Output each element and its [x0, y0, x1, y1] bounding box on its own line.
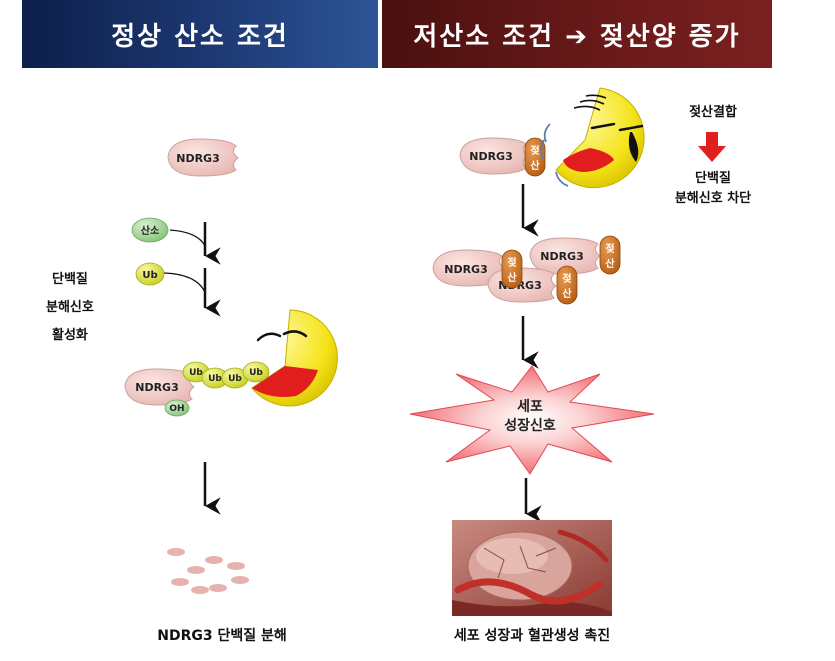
ub-chain-3-label: Ub	[228, 374, 242, 384]
growth-signal-line-2: 성장신호	[504, 417, 556, 434]
left-ndrg3-protein: NDRG3	[167, 138, 239, 177]
header-normal-oxygen-title: 정상 산소 조건	[111, 21, 289, 52]
ub-label: Ub	[142, 270, 157, 281]
cluster-ndrg3-2-label: NDRG3	[540, 250, 584, 263]
ub-chain-4	[242, 361, 270, 383]
left-result-caption: NDRG3 단백질 분해	[157, 627, 287, 644]
oh-bubble	[164, 399, 190, 417]
header-hypoxia: 저산소 조건 ➔ 젖산양 증가	[382, 0, 772, 68]
degraded-fragments	[167, 548, 249, 594]
cluster-lactate-1-bottom: 산	[507, 271, 517, 284]
cluster-lactate-3: 젖 산	[556, 265, 578, 305]
tumor-angiogenesis-image	[452, 520, 612, 616]
cluster-ndrg3-1-label: NDRG3	[444, 263, 488, 276]
ub-curve	[163, 272, 206, 293]
right-ndrg3-protein: NDRG3	[459, 137, 529, 175]
ub-chain-2-label: Ub	[208, 374, 222, 384]
right-crying-pacman	[540, 87, 645, 189]
degradation-block-note-1: 단백질	[695, 170, 731, 186]
cluster-lactate-1-top: 젖	[507, 257, 516, 269]
cluster-lactate-3-top: 젖	[562, 273, 571, 285]
oh-label: OH	[169, 404, 184, 414]
lactate-binding-note: 젖산결합	[689, 104, 737, 120]
oxygen-bubble: 산소	[131, 217, 169, 243]
ub-bubble: Ub	[135, 262, 165, 286]
ub-chain: Ub Ub Ub	[182, 361, 249, 389]
side-label-signal: 분해신호	[46, 300, 94, 315]
lactate-1-top: 젖	[530, 145, 539, 157]
header-normal-oxygen: 정상 산소 조건	[22, 0, 378, 68]
side-label-activation: 활성화	[52, 328, 88, 343]
cluster-lactate-2-bottom: 산	[605, 257, 615, 270]
left-ndrg3-label: NDRG3	[176, 152, 220, 165]
cluster-lactate-2: 젖 산	[599, 235, 621, 275]
left-pacman	[251, 309, 338, 407]
side-label-protein: 단백질	[52, 272, 88, 287]
ub-chain-4-label: Ub	[249, 368, 263, 378]
ub-chain-1-label: Ub	[189, 368, 203, 378]
right-result-caption: 세포 성장과 혈관생성 촉진	[454, 627, 610, 644]
oxygen-curve	[169, 229, 206, 247]
degradation-block-note-2: 분해신호 차단	[675, 190, 751, 206]
cluster-lactate-1: 젖 산	[501, 249, 523, 289]
complex-ndrg3-label: NDRG3	[135, 381, 179, 394]
cluster-lactate-2-top: 젖	[605, 243, 614, 255]
oxygen-label: 산소	[141, 224, 159, 237]
left-ndrg3-complex: NDRG3 OH	[124, 368, 195, 417]
right-ndrg3-label: NDRG3	[469, 150, 513, 163]
right-lactate-1: 젖 산	[524, 137, 546, 177]
growth-signal-star: 세포 성장신호	[409, 365, 655, 475]
ndrg3-cluster: NDRG3 NDRG3 NDRG3 젖 산 젖 산 젖 산	[432, 235, 621, 305]
lactate-1-bottom: 산	[530, 159, 540, 172]
header-hypoxia-title: 저산소 조건 ➔ 젖산양 증가	[413, 21, 741, 52]
red-down-arrow	[698, 132, 726, 162]
cluster-lactate-3-bottom: 산	[562, 287, 572, 300]
growth-signal-line-1: 세포	[517, 399, 543, 415]
ub-chain-4-group: Ub	[242, 361, 270, 383]
